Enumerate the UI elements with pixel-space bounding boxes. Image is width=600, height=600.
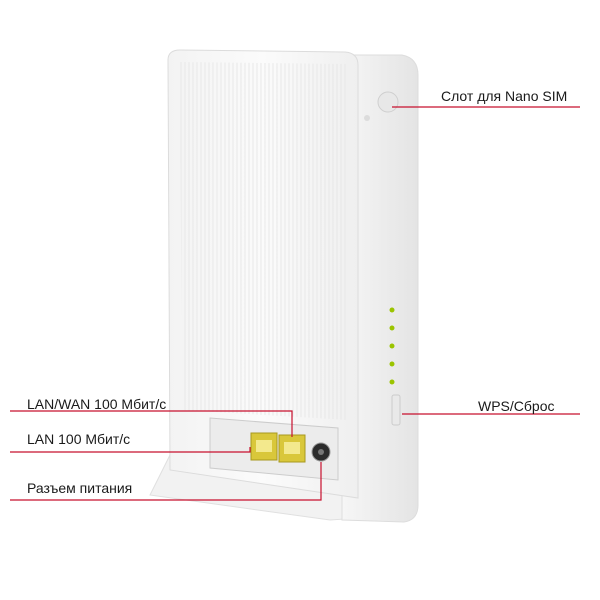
lan-wan-label: LAN/WAN 100 Мбит/с	[27, 396, 167, 412]
status-leds	[389, 307, 395, 385]
led-indicator	[389, 361, 395, 367]
lan-label: LAN 100 Мбит/с	[27, 431, 131, 447]
led-indicator	[389, 343, 395, 349]
callout-lines	[10, 106, 580, 501]
sim-slot-icon	[377, 91, 399, 113]
wps-reset-button	[391, 394, 401, 426]
led-indicator	[389, 307, 395, 313]
power-label: Разъем питания	[27, 480, 133, 496]
led-indicator	[389, 379, 395, 385]
wps-reset-label: WPS/Сброс	[478, 398, 555, 414]
led-indicator	[389, 325, 395, 331]
nano-sim-label: Слот для Nano SIM	[441, 88, 568, 104]
